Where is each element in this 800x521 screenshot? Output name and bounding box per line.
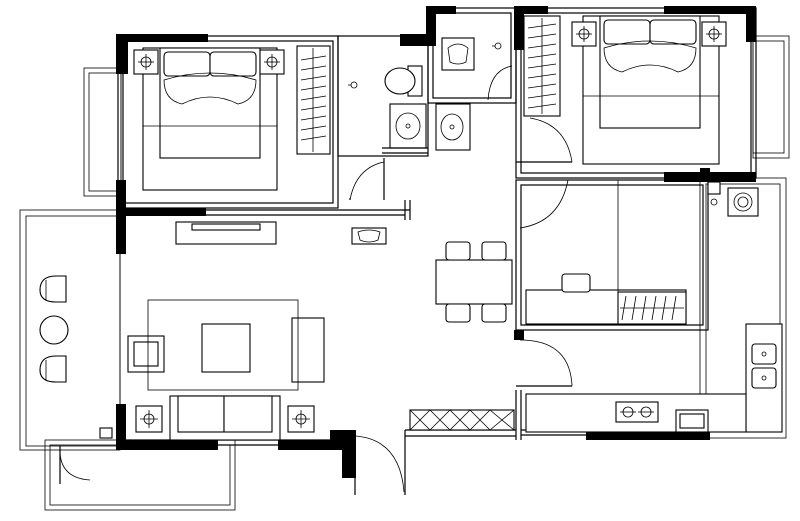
floor-drain-icon [348,81,358,89]
kitchen [525,181,783,433]
wardrobe-icon [296,45,331,155]
doors [59,65,573,493]
nightstand-lamp-icon [287,405,315,433]
sink-icon [751,343,777,389]
coffee-table-icon [201,323,251,373]
floor-drain-icon [351,227,387,245]
washbasin-icon [435,103,471,151]
door-swing-icon [487,65,513,101]
door-swing-icon [349,158,385,201]
washing-machine-icon [727,187,759,217]
nightstand-lamp-icon [259,49,285,75]
bar-stool-icon [39,275,67,303]
door-swing-icon [355,435,405,493]
bathroom [348,65,428,154]
tv-cabinet-icon [175,221,277,245]
coffee-table-icon [39,315,69,345]
door-swing-icon [516,339,573,387]
shoe-cabinet [409,409,515,431]
study [525,180,687,325]
dining-table-icon [435,241,513,323]
balcony-west [19,209,121,451]
nightstand-lamp-icon [571,21,597,47]
stove-icon [615,401,659,423]
balcony-west-furniture [39,275,113,439]
sofa-icon [169,395,281,441]
powder-room [435,37,502,151]
balcony-north-west [83,67,122,197]
living-room [127,221,387,441]
nightstand-lamp-icon [701,21,727,47]
toilet-icon [384,65,423,97]
sofa-icon [291,317,325,383]
double-bed-icon [582,15,720,165]
wardrobe-icon [523,15,561,117]
master-bedroom [133,45,331,191]
floor-drain-icon [492,42,502,50]
armchair-icon [127,335,165,373]
second-bedroom [523,15,727,165]
bar-stool-icon [39,355,67,383]
washbasin-icon [382,103,428,154]
door-swing-icon [519,179,569,229]
nightstand-lamp-icon [133,49,159,75]
balcony-north-east [752,35,790,159]
structural-walls [116,6,756,478]
double-bed-icon [142,47,278,191]
wardrobe-icon [617,291,687,325]
nightstand-lamp-icon [135,405,163,433]
door-swing-icon [516,117,573,163]
balcony-south [44,439,236,511]
door-swing-icon [59,445,91,484]
dining-area [435,241,513,323]
squat-toilet-icon [441,37,475,71]
